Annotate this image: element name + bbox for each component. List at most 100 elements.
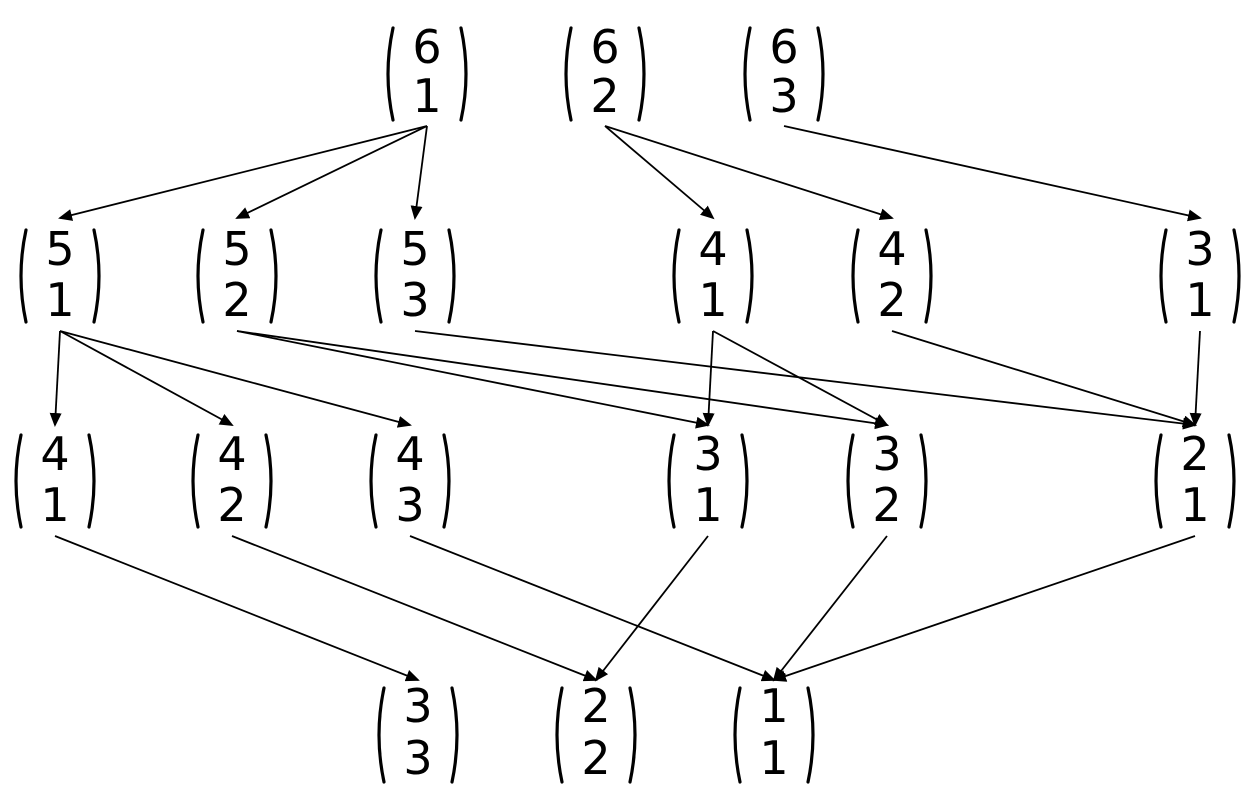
binomial-node: 41 — [672, 222, 754, 327]
edge-arrow — [410, 125, 428, 220]
right-paren — [87, 433, 96, 529]
edge-arrow — [235, 125, 428, 219]
edge-arrow — [604, 125, 894, 221]
binomial-bottom: 1 — [1180, 478, 1209, 532]
binomial-bottom: 2 — [877, 273, 906, 327]
right-paren — [1227, 433, 1236, 529]
right-paren — [816, 26, 825, 122]
binomial-bottom: 3 — [403, 731, 432, 785]
right-paren — [442, 433, 451, 529]
binomial-node: 52 — [196, 222, 278, 327]
edge-arrow — [49, 330, 62, 427]
binomial-bottom: 2 — [222, 273, 251, 327]
binomial-node: 53 — [374, 222, 456, 327]
binomial-node: 11 — [733, 679, 815, 785]
right-paren — [745, 228, 754, 324]
edge-arrow — [772, 535, 888, 682]
binomial-bottom: 1 — [759, 731, 788, 785]
binomial-top: 3 — [1185, 222, 1214, 276]
edge-arrow — [236, 330, 889, 430]
left-paren — [555, 686, 564, 784]
edge-arrow — [1189, 330, 1202, 427]
binomial-top: 5 — [45, 222, 74, 276]
edge-arrow — [604, 125, 715, 220]
right-paren — [92, 228, 101, 324]
binomial-top: 2 — [1180, 427, 1209, 481]
left-paren — [196, 228, 205, 324]
left-paren — [369, 433, 378, 529]
edge-arrow — [59, 330, 234, 426]
right-paren — [806, 686, 815, 784]
binomial-bottom: 1 — [693, 478, 722, 532]
binomial-top: 4 — [395, 427, 424, 481]
left-paren — [733, 686, 742, 784]
binomial-top: 3 — [403, 679, 432, 733]
left-paren — [1154, 433, 1163, 529]
binomial-bottom: 1 — [1185, 273, 1214, 327]
edge-arrow — [414, 330, 1197, 430]
edge-arrow — [594, 535, 709, 682]
binomial-top: 6 — [412, 20, 441, 74]
left-paren — [743, 26, 752, 122]
edges-layer — [49, 125, 1202, 682]
left-paren — [191, 433, 200, 529]
binomial-node: 31 — [1159, 222, 1241, 327]
binomial-bottom: 1 — [698, 273, 727, 327]
binomial-top: 6 — [590, 20, 619, 74]
binomial-node: 43 — [369, 427, 451, 532]
edge-arrow — [783, 125, 1202, 222]
edge-arrow — [59, 330, 412, 428]
binomial-top: 4 — [40, 427, 69, 481]
right-paren — [1232, 228, 1241, 324]
binomial-top: 3 — [872, 427, 901, 481]
binomial-bottom: 2 — [581, 731, 610, 785]
left-paren — [19, 228, 28, 324]
edge-arrow — [772, 535, 1196, 682]
binomial-bottom: 2 — [217, 478, 246, 532]
binomial-node: 32 — [846, 427, 928, 532]
binomial-bottom: 2 — [590, 69, 619, 123]
binomial-top: 4 — [877, 222, 906, 276]
right-paren — [264, 433, 273, 529]
binomial-node: 41 — [14, 427, 96, 532]
right-paren — [740, 433, 749, 529]
binomial-node: 51 — [19, 222, 101, 327]
left-paren — [846, 433, 855, 529]
left-paren — [667, 433, 676, 529]
binomial-bottom: 3 — [400, 273, 429, 327]
binomial-node: 42 — [191, 427, 273, 532]
binomial-bottom: 3 — [769, 69, 798, 123]
binomial-top: 4 — [698, 222, 727, 276]
binomial-top: 3 — [693, 427, 722, 481]
left-paren — [564, 26, 573, 122]
left-paren — [14, 433, 23, 529]
binomial-top: 1 — [759, 679, 788, 733]
binomial-bottom: 1 — [40, 478, 69, 532]
edge-arrow — [409, 535, 776, 682]
binomial-top: 5 — [222, 222, 251, 276]
binomial-top: 4 — [217, 427, 246, 481]
edge-arrow — [58, 125, 428, 221]
left-paren — [1159, 228, 1168, 324]
binomial-bottom: 3 — [395, 478, 424, 532]
edge-arrow — [231, 535, 598, 682]
binomial-node: 62 — [564, 20, 646, 123]
binomial-top: 2 — [581, 679, 610, 733]
right-paren — [637, 26, 646, 122]
binomial-node: 21 — [1154, 427, 1236, 532]
binomial-node: 31 — [667, 427, 749, 532]
binomial-top: 5 — [400, 222, 429, 276]
binomial-top: 6 — [769, 20, 798, 74]
binomial-node: 22 — [555, 679, 637, 785]
edge-arrow — [891, 330, 1197, 428]
left-paren — [386, 26, 395, 122]
left-paren — [851, 228, 860, 324]
binomial-node: 63 — [743, 20, 825, 123]
edge-arrow — [54, 535, 420, 682]
right-paren — [628, 686, 637, 784]
right-paren — [447, 228, 456, 324]
right-paren — [924, 228, 933, 324]
binomial-bottom: 2 — [872, 478, 901, 532]
binomial-bottom: 1 — [45, 273, 74, 327]
